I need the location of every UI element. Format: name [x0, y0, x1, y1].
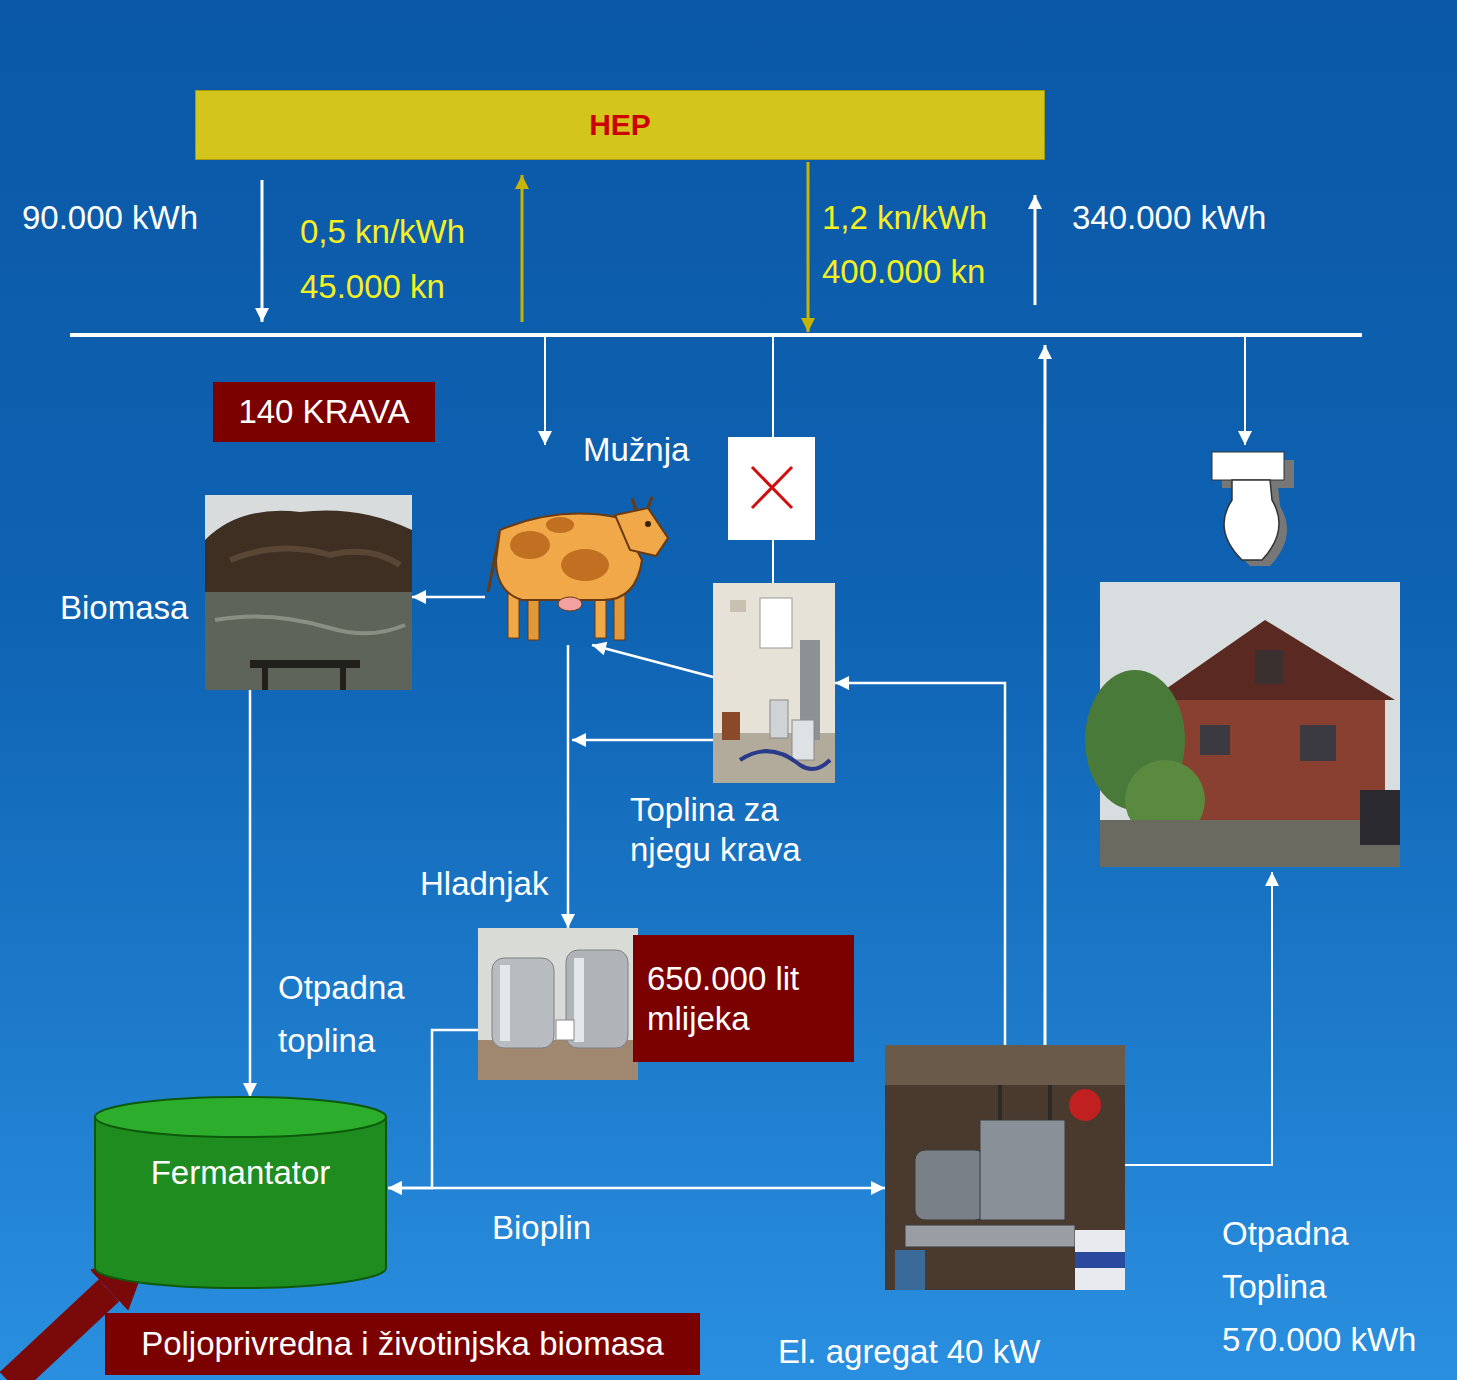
heat-arrow: [1125, 872, 1272, 1165]
node-text: HEP: [589, 107, 651, 143]
edge-label: Otpadna toplina: [278, 962, 418, 1068]
utility-bar: HEP: [195, 90, 1045, 160]
money-arrow: [807, 162, 810, 332]
flow-arrow: [835, 683, 1005, 1045]
biomass-photo-node: Biomasa: [205, 495, 412, 690]
photo-caption: Toplina za njegu krava: [630, 790, 835, 869]
flow-arrow: [592, 645, 713, 677]
herd-box: 140 KRAVA: [213, 382, 435, 442]
flow-arrow: [388, 1187, 885, 1190]
photo-caption: El. agregat 40 kW: [778, 1332, 1040, 1372]
node-text: 140 KRAVA: [238, 392, 409, 432]
cooler-node: Hladnjak: [478, 928, 638, 1080]
money-amount: 45.000 kn: [300, 267, 445, 307]
price-label: 1,2 kn/kWh: [822, 198, 987, 238]
milk-volume-box: 650.000 lit mlijeka: [633, 935, 854, 1062]
energy-arrow: [1044, 345, 1047, 1045]
money-arrow: [521, 175, 524, 322]
lamp-symbol: [1212, 452, 1294, 566]
biomass-input-box: Poljoprivredna i životinjska biomasa: [105, 1313, 700, 1375]
fermenter-cylinder: Fermantator: [93, 1095, 388, 1290]
supply-arrow: [1244, 337, 1246, 445]
cross-mark: [752, 467, 792, 508]
cut-line: [772, 540, 774, 583]
flow-arrow: [388, 1030, 478, 1188]
energy-arrow: [1034, 195, 1037, 305]
cow-figure: [488, 497, 668, 640]
cut-line: [772, 337, 774, 437]
energy-amount: 90.000 kWh: [22, 198, 198, 238]
photo-caption: Hladnjak: [420, 864, 548, 904]
supply-arrow: [544, 337, 546, 445]
biomass-photo: [205, 495, 412, 690]
node-text: Fermantator: [151, 1153, 331, 1193]
flow-arrow: [412, 596, 485, 599]
flow-arrow: [249, 690, 252, 1097]
generator-photo: [885, 1045, 1125, 1290]
photo-caption: Mužnja: [583, 430, 689, 470]
node-text: 650.000 lit mlijeka: [633, 959, 854, 1038]
bus-line: [70, 333, 1362, 337]
waste-heat-label: Otpadna Toplina 570.000 kWh: [1222, 1208, 1437, 1366]
cylinder-outline: [93, 1095, 388, 1290]
energy-arrow: [261, 180, 264, 322]
cross-box: [728, 437, 815, 540]
house-photo: [1085, 582, 1400, 867]
price-label: 0,5 kn/kWh: [300, 212, 465, 252]
cross-mark: [752, 467, 792, 508]
milking-room-photo: [713, 583, 835, 783]
money-amount: 400.000 kn: [822, 252, 985, 292]
milking-node: Mužnja: [485, 500, 670, 645]
photo-caption: Biomasa: [60, 588, 188, 628]
energy-amount: 340.000 kWh: [1072, 198, 1266, 238]
flow-arrow: [572, 739, 713, 742]
milking-room-node: Toplina za njegu krava: [713, 583, 835, 783]
flow-arrow: [567, 645, 570, 928]
input-arrow: [10, 1290, 109, 1380]
generator-node: El. agregat 40 kW: [885, 1045, 1125, 1290]
node-text: Poljoprivredna i životinjska biomasa: [141, 1324, 664, 1364]
edge-label: Bioplin: [492, 1208, 591, 1248]
milk-cooler-photo: [478, 928, 638, 1080]
